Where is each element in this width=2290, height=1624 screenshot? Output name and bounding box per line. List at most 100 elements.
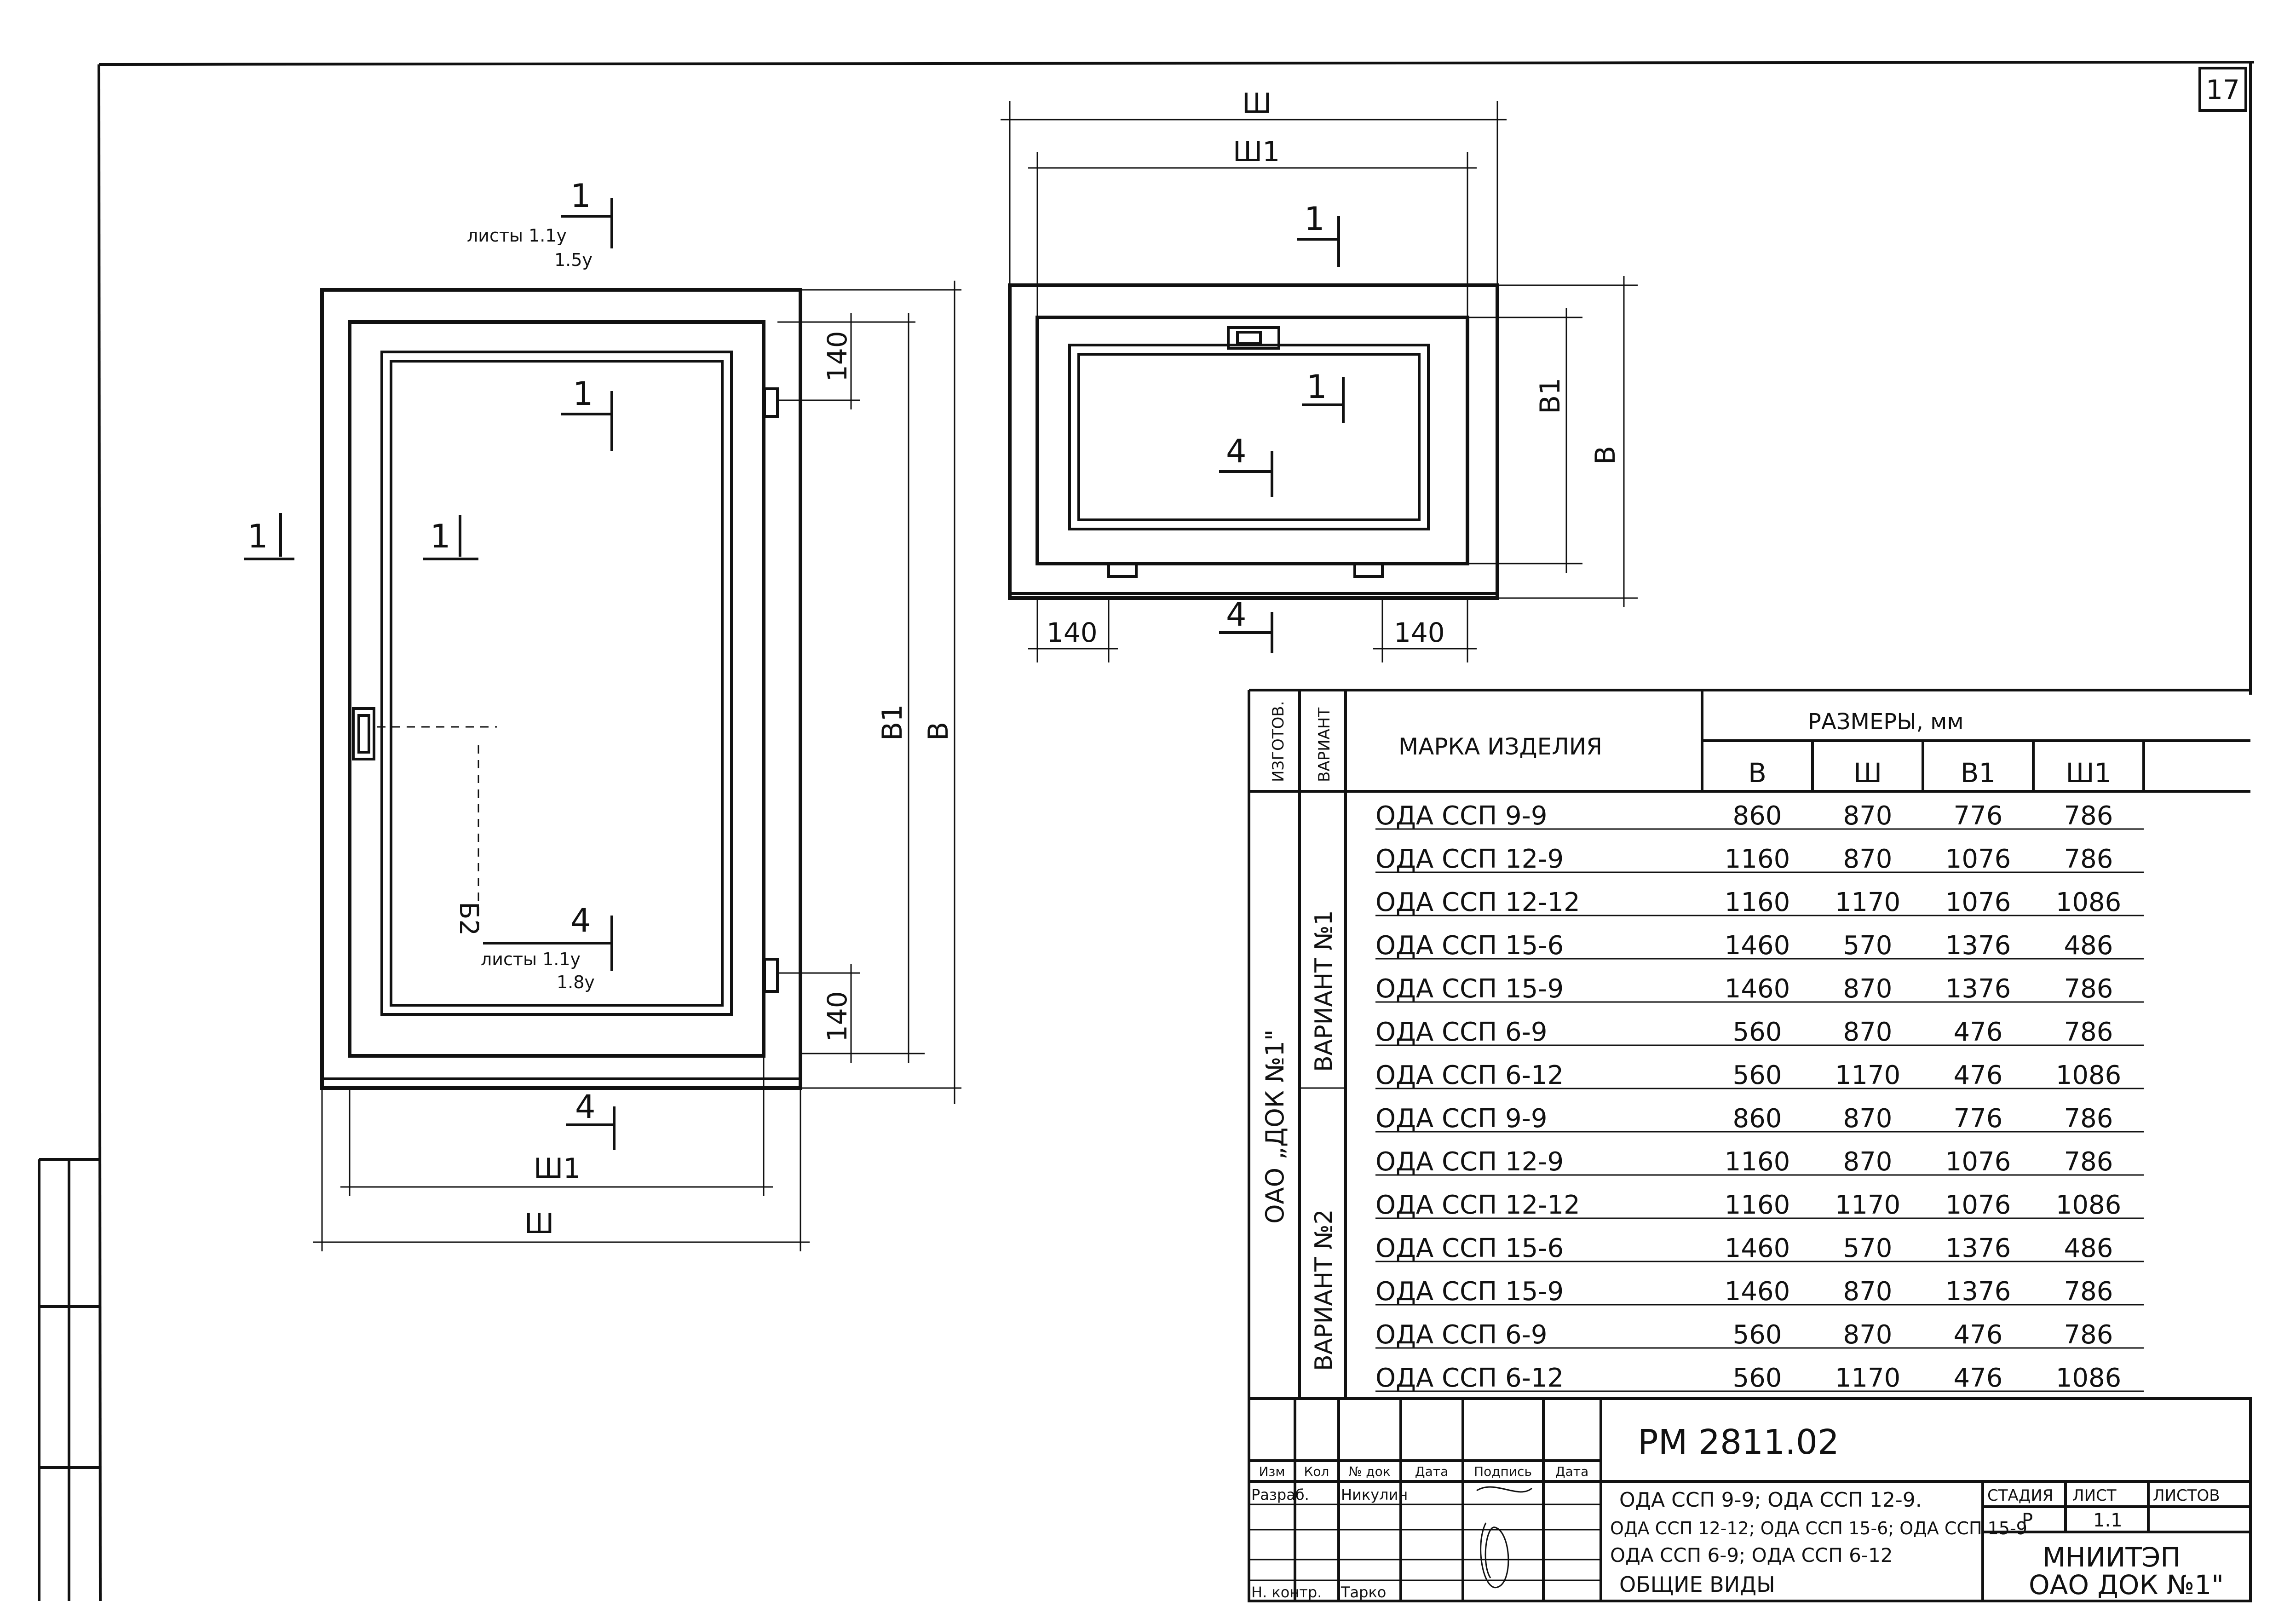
section-4-ref-2: 1.8у	[557, 972, 595, 992]
table-cell-sh: 870	[1843, 1320, 1893, 1350]
section-4-label: 4	[570, 902, 591, 939]
size-header-2: Ш	[1853, 757, 1882, 789]
section-1-top-marker	[561, 198, 613, 248]
tb-row1-name: Никулин	[1341, 1486, 1408, 1503]
table-cell-mark: ОДА ССП 9-9	[1375, 801, 1548, 831]
table-cell-sh: 570	[1843, 931, 1893, 961]
table-cell-sh: 1170	[1835, 1190, 1901, 1220]
sheet-label: ЛИСТ	[2072, 1486, 2117, 1505]
table-cell-b: 560	[1733, 1060, 1782, 1090]
tb-header-3: № док	[1348, 1464, 1390, 1479]
section-4-marker	[483, 916, 613, 971]
dim-b-top: В	[1589, 446, 1622, 465]
top-section-4-bottom-label: 4	[1226, 596, 1247, 633]
table-cell-mark: ОДА ССП 12-9	[1375, 1147, 1564, 1177]
table-cell-b1: 776	[1954, 1104, 2003, 1134]
col-manufacturer: ИЗГОТОВ.	[1269, 701, 1288, 782]
table-cell-mark: ОДА ССП 15-6	[1375, 931, 1564, 961]
front-dimension-lines	[777, 281, 961, 1104]
dim-b1-top: В1	[1534, 378, 1566, 414]
table-cell-sh: 1170	[1835, 887, 1901, 917]
table-cell-mark: ОДА ССП 15-6	[1375, 1233, 1564, 1263]
tb-header-4: Дата	[1415, 1464, 1449, 1479]
dim-140-right-top: 140	[1394, 617, 1445, 648]
section-1-inner-top-label: 1	[573, 375, 593, 413]
table-cell-b: 560	[1733, 1320, 1782, 1350]
table-cell-sh: 870	[1843, 1104, 1893, 1134]
table-cell-mark: ОДА ССП 6-12	[1375, 1363, 1564, 1393]
variant-1-label: ВАРИАНТ №1	[1310, 910, 1338, 1072]
section-1-top-ref-2: 1.5у	[554, 250, 593, 270]
tb-header-6: Дата	[1555, 1464, 1589, 1479]
table-cell-b1: 1076	[1945, 844, 2011, 874]
top-view-dimension-lines	[1001, 101, 1638, 662]
top-view-section-markers	[1219, 216, 1345, 653]
table-cell-mark: ОДА ССП 6-12	[1375, 1060, 1564, 1090]
table-cell-sh: 870	[1843, 1277, 1893, 1307]
org-line-2: ОАО ДОК №1"	[2029, 1569, 2224, 1601]
section-1-top-ref: листы 1.1у	[467, 225, 567, 246]
tb-header-1: Изм	[1259, 1464, 1285, 1479]
doc-code: РМ 2811.02	[1638, 1422, 1839, 1462]
dim-b-front: В	[922, 722, 955, 741]
table-cell-sh1: 786	[2064, 1320, 2113, 1350]
section-4-ref: листы 1.1у	[481, 949, 581, 969]
size-header-4: Ш1	[2066, 757, 2112, 789]
size-header-1: В	[1748, 757, 1766, 789]
top-section-1-inner-label: 1	[1306, 368, 1327, 406]
tb-header-5: Подпись	[1474, 1464, 1532, 1479]
dim-sh-front: Ш	[524, 1208, 554, 1240]
table-cell-sh1: 1086	[2056, 887, 2122, 917]
table-cell-b: 1460	[1725, 1233, 1790, 1263]
table-cell-sh1: 486	[2064, 1233, 2113, 1263]
col-mark: МАРКА ИЗДЕЛИЯ	[1398, 733, 1602, 760]
table-cell-sh1: 786	[2064, 1104, 2113, 1134]
table-cell-sh: 1170	[1835, 1363, 1901, 1393]
table-cell-mark: ОДА ССП 9-9	[1375, 1104, 1548, 1134]
spec-table-grid	[1248, 689, 2250, 1399]
table-cell-b1: 1076	[1945, 1147, 2011, 1177]
table-cell-b: 560	[1733, 1017, 1782, 1047]
table-cell-sh: 870	[1843, 974, 1893, 1004]
section-4-bottom-marker	[566, 1106, 616, 1150]
table-cell-sh: 570	[1843, 1233, 1893, 1263]
title-block-grid	[1248, 1397, 2252, 1602]
table-cell-b1: 1076	[1945, 1190, 2011, 1220]
table-cell-sh1: 786	[2064, 801, 2113, 831]
table-cell-b: 1460	[1725, 931, 1790, 961]
table-cell-sh: 870	[1843, 1017, 1893, 1047]
table-cell-sh: 870	[1843, 1147, 1893, 1177]
tb-row2-role: Н. контр.	[1251, 1584, 1322, 1601]
signature	[1476, 1486, 1532, 1589]
table-cell-b: 1460	[1725, 974, 1790, 1004]
table-cell-b1: 476	[1954, 1017, 2003, 1047]
section-4-bottom-label: 4	[575, 1088, 596, 1126]
front-view	[320, 288, 802, 1251]
stage-label: СТАДИЯ	[1987, 1486, 2053, 1505]
table-cell-sh1: 786	[2064, 844, 2113, 874]
table-cell-b: 1160	[1725, 1190, 1790, 1220]
col-variant: ВАРИАНТ	[1315, 708, 1334, 782]
dim-140-left-top: 140	[1047, 617, 1098, 648]
section-1-top-label: 1	[570, 177, 591, 215]
section-1-inner-left-label: 1	[430, 518, 451, 555]
table-cell-b: 860	[1733, 1104, 1782, 1134]
table-cell-mark: ОДА ССП 12-12	[1375, 887, 1580, 917]
top-section-4-inner-label: 4	[1226, 432, 1247, 470]
table-cell-sh1: 1086	[2056, 1060, 2122, 1090]
section-1-inner-marker	[423, 391, 613, 560]
table-cell-b1: 1076	[1945, 887, 2011, 917]
top-view	[1008, 283, 1499, 600]
table-cell-b1: 476	[1954, 1320, 2003, 1350]
table-cell-b1: 1376	[1945, 1277, 2011, 1307]
tb-row2-name: Тарко	[1341, 1584, 1386, 1601]
sheet-value: 1.1	[2093, 1510, 2123, 1531]
manufacturer-name: ОАО „ДОК №1"	[1260, 1029, 1289, 1224]
table-cell-mark: ОДА ССП 6-9	[1375, 1320, 1548, 1350]
dim-140-top: 140	[822, 331, 853, 382]
dim-sh1-front: Ш1	[534, 1152, 581, 1185]
tb-row1-role: Разраб.	[1251, 1486, 1309, 1503]
